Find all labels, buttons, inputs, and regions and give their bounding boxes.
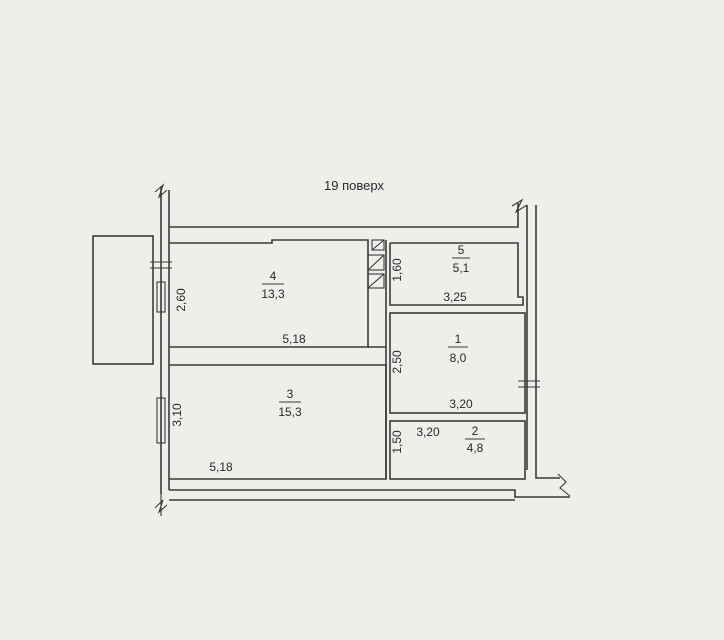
room-1-number: 1 [455,332,462,346]
room-1-walls [389,312,526,414]
wall-break-top-left [154,183,168,199]
room-2-area: 4,8 [467,441,484,455]
walls [92,183,571,516]
dimension-labels: 2,60 5,18 3,10 5,18 1,60 3,25 2,50 3,20 … [170,258,473,474]
bottom-wall-outer [169,489,570,498]
room-4-area: 13,3 [261,287,285,301]
vent-shaft-2 [367,254,385,271]
room-3-width-dim: 5,18 [209,460,233,474]
room-3-height-dim: 3,10 [170,403,184,427]
room-1-area: 8,0 [450,351,467,365]
room-4-number: 4 [270,269,277,283]
room-5-walls [389,242,524,306]
room-4-height-dim: 2,60 [174,288,188,312]
room-3-area: 15,3 [278,405,302,419]
vent-shaft-1 [371,239,385,251]
room-5-height-dim: 1,60 [390,258,404,282]
floor-title: 19 поверх [324,178,384,193]
room-5-number: 5 [458,243,465,257]
wall-break-top-right [511,198,528,214]
room-labels: 4 13,3 3 15,3 5 5,1 1 8,0 2 4,8 [261,243,485,455]
wall-break-bottom-right [557,473,571,497]
room-1-height-dim: 2,50 [390,350,404,374]
balcony [92,235,154,365]
room-2-height-dim: 1,50 [390,430,404,454]
right-wall-line [535,205,560,479]
room-5-width-dim: 3,25 [443,290,467,304]
room-1-width-dim: 3,20 [449,397,473,411]
room-2-number: 2 [472,424,479,438]
room-5-area: 5,1 [453,261,470,275]
room-4-walls [169,239,369,348]
vent-shaft-3 [367,273,385,289]
room-2-width-dim: 3,20 [416,425,440,439]
room-2-walls [389,420,526,480]
room-4-width-dim: 5,18 [282,332,306,346]
room-3-number: 3 [287,387,294,401]
